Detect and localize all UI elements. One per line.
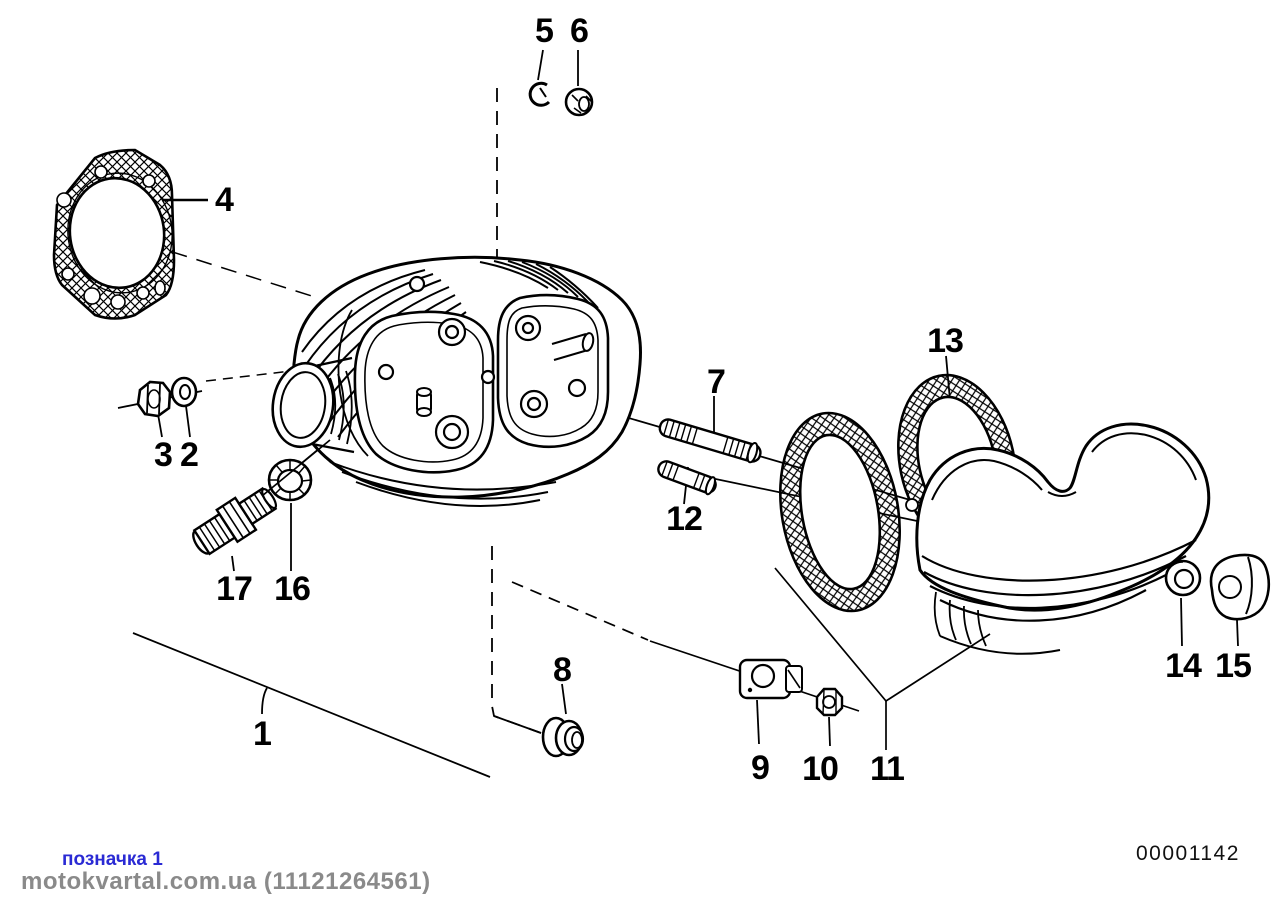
diagram-number: 00001142 <box>1136 842 1240 865</box>
part-callout-1: 1 <box>253 715 272 753</box>
stud-short-drawing <box>657 460 717 496</box>
mark-link[interactable]: позначка 1 <box>62 849 163 870</box>
washer-drawing <box>170 376 198 408</box>
part-callout-3: 3 <box>154 436 173 474</box>
part-callout-9: 9 <box>751 749 770 787</box>
hex-nut-drawing <box>136 380 172 418</box>
part-callout-17: 17 <box>216 570 253 608</box>
part-callout-2: 2 <box>180 436 199 474</box>
cover-washer-drawing <box>1164 559 1202 597</box>
watermark-text: motokvartal.com.ua (11121264561) <box>21 868 431 895</box>
part-callout-6: 6 <box>570 12 589 50</box>
part-callout-13: 13 <box>927 322 964 360</box>
part-callout-10: 10 <box>802 750 839 788</box>
spark-plug-drawing <box>192 486 278 556</box>
part-callout-15: 15 <box>1215 647 1252 685</box>
part-callout-4: 4 <box>215 181 234 219</box>
small-nut-drawing <box>815 687 844 717</box>
part-callout-8: 8 <box>553 651 572 689</box>
part-callout-16: 16 <box>274 570 311 608</box>
dome-nut-drawing <box>564 87 594 117</box>
part-callout-11: 11 <box>870 750 905 788</box>
part-callout-5: 5 <box>535 12 554 50</box>
seal-ring-drawing <box>261 439 331 502</box>
part-callout-7: 7 <box>707 363 726 401</box>
cylinder-head-drawing <box>271 255 642 507</box>
stud-long-drawing <box>658 418 762 464</box>
plug-bushing-drawing <box>541 716 585 758</box>
part-callout-14: 14 <box>1165 647 1202 685</box>
sealing-cap-drawing <box>528 81 551 107</box>
clamp-block-drawing <box>738 658 803 700</box>
part-callout-12: 12 <box>666 500 703 538</box>
cap-nut-drawing <box>1209 553 1271 621</box>
head-gasket-drawing <box>52 148 176 320</box>
valve-cover-drawing <box>915 422 1211 655</box>
